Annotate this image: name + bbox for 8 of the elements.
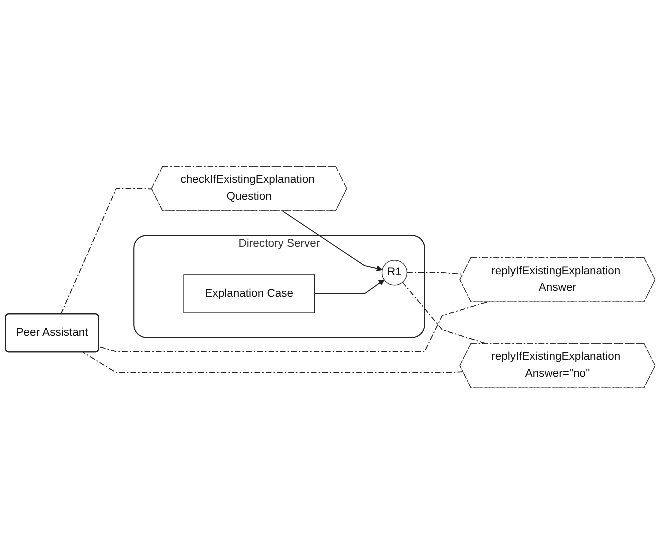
connector	[60, 188, 153, 315]
node-circle: R1	[382, 260, 408, 286]
connector	[406, 272, 464, 275]
arrow	[314, 279, 385, 294]
arrow	[282, 210, 383, 272]
connector	[82, 352, 464, 374]
node-box: Explanation Case	[184, 274, 316, 314]
connector	[98, 302, 488, 352]
